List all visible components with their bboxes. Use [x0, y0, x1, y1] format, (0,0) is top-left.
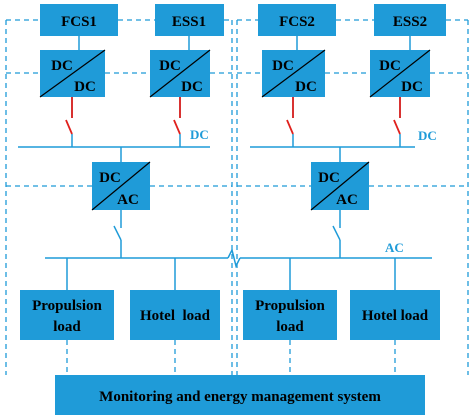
ess1-label: ESS1: [172, 14, 206, 30]
fcs2-label: FCS2: [279, 14, 315, 30]
ess1-block: ESS1: [155, 4, 224, 36]
dcdc4-diagonal: [369, 49, 431, 98]
hotel2-rect: [350, 290, 440, 340]
hotel1-label: Hotel load: [140, 308, 211, 324]
dcdc3-diagonal: [261, 49, 326, 98]
dc-bus-left-label: DC: [190, 127, 209, 142]
dcac-inverter-1: DC AC: [91, 161, 151, 211]
propulsion-load-2: Propulsion load: [243, 290, 337, 340]
dc-breakers: [65, 97, 401, 135]
dcdc-converter-2: DC DC: [149, 49, 211, 98]
dc-bus-right-label: DC: [418, 128, 437, 143]
fcs1-rect: [40, 4, 118, 36]
energy-management-system-block: Monitoring and energy management system: [55, 375, 425, 415]
dcac-inverter-2: DC AC: [310, 161, 370, 211]
inverter2-diagonal: [310, 161, 370, 211]
ems-rect: [55, 375, 425, 415]
dc-breaker-1-switch: [65, 119, 73, 135]
ess2-block: ESS2: [374, 4, 446, 36]
dcdc2-diagonal: [149, 49, 211, 98]
dcdc2-top-label: DC: [159, 58, 181, 74]
dcdc2-bottom-label: DC: [181, 79, 203, 95]
dc-breaker-2-switch: [173, 119, 181, 135]
dcdc1-top-label: DC: [51, 58, 73, 74]
ac-bus-tie: [227, 247, 241, 269]
propulsion1-label-line1: Propulsion: [32, 298, 102, 314]
propulsion1-label-line2: load: [53, 319, 81, 335]
hotel2-label: Hotel load: [362, 308, 429, 324]
inverter1-top-label: DC: [99, 170, 121, 186]
dcdc-converter-3: DC DC: [261, 49, 326, 98]
fcs1-block: FCS1: [40, 4, 118, 36]
hotel1-rect: [130, 290, 220, 340]
dc-breaker-4-switch: [393, 119, 401, 135]
inverter1-bottom-label: AC: [117, 192, 139, 208]
propulsion-load-1: Propulsion load: [20, 290, 114, 340]
inverter1-diagonal: [91, 161, 151, 211]
ess2-rect: [374, 4, 446, 36]
propulsion2-label-line2: load: [276, 319, 304, 335]
power-lines: [18, 36, 432, 290]
propulsion2-rect: [243, 290, 337, 340]
dcdc3-top-label: DC: [272, 58, 294, 74]
dcdc-converter-1: DC DC: [39, 49, 106, 98]
dcdc3-bottom-label: DC: [295, 79, 317, 95]
dc-breaker-3-switch: [286, 119, 294, 135]
dcdc1-diagonal: [39, 49, 106, 98]
propulsion1-rect: [20, 290, 114, 340]
ess1-rect: [155, 4, 224, 36]
inverter2-top-label: DC: [318, 170, 340, 186]
control-signal-lines: [5, 19, 469, 375]
propulsion2-label-line1: Propulsion: [255, 298, 325, 314]
ess2-label: ESS2: [393, 14, 427, 30]
inverter2-bottom-label: AC: [336, 192, 358, 208]
fcs2-rect: [258, 4, 336, 36]
dcdc1-bottom-label: DC: [74, 79, 96, 95]
breaker-inverter2: [332, 225, 341, 241]
ems-label: Monitoring and energy management system: [99, 389, 381, 405]
dcdc4-bottom-label: DC: [401, 79, 423, 95]
hotel-load-2: Hotel load: [350, 290, 440, 340]
dcdc4-top-label: DC: [379, 58, 401, 74]
hotel-load-1: Hotel load: [130, 290, 220, 340]
dcdc-converter-4: DC DC: [369, 49, 431, 98]
breaker-inverter1: [113, 225, 122, 241]
fcs2-block: FCS2: [258, 4, 336, 36]
fcs1-label: FCS1: [61, 14, 97, 30]
ac-bus-label: AC: [385, 240, 404, 255]
